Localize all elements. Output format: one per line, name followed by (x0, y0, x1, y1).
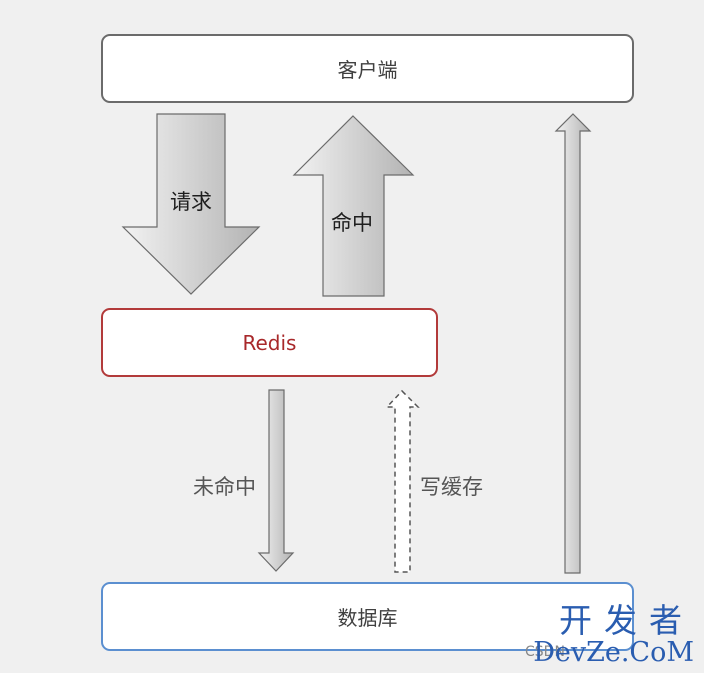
hit-label: 命中 (331, 211, 373, 235)
watermark-en: DevZe.CoM (533, 637, 694, 668)
db-to-client-arrow (554, 113, 592, 574)
client-node: 客户端 (101, 34, 634, 103)
redis-label: Redis (242, 330, 297, 355)
database-label: 数据库 (337, 606, 398, 630)
request-arrow (121, 113, 261, 295)
hit-arrow (292, 115, 415, 297)
write-cache-label: 写缓存 (420, 475, 483, 499)
client-label: 客户端 (337, 58, 398, 82)
miss-label: 未命中 (193, 475, 256, 499)
request-label: 请求 (170, 190, 212, 214)
database-node: 数据库 (101, 582, 634, 651)
miss-arrow (257, 389, 295, 572)
watermark-csdn: CSDN (525, 644, 565, 660)
watermark: 开发者 DevZe.CoM (533, 603, 694, 667)
write-cache-arrow (385, 389, 420, 573)
watermark-cn: 开发者 (559, 601, 694, 640)
redis-node: Redis (101, 308, 438, 377)
